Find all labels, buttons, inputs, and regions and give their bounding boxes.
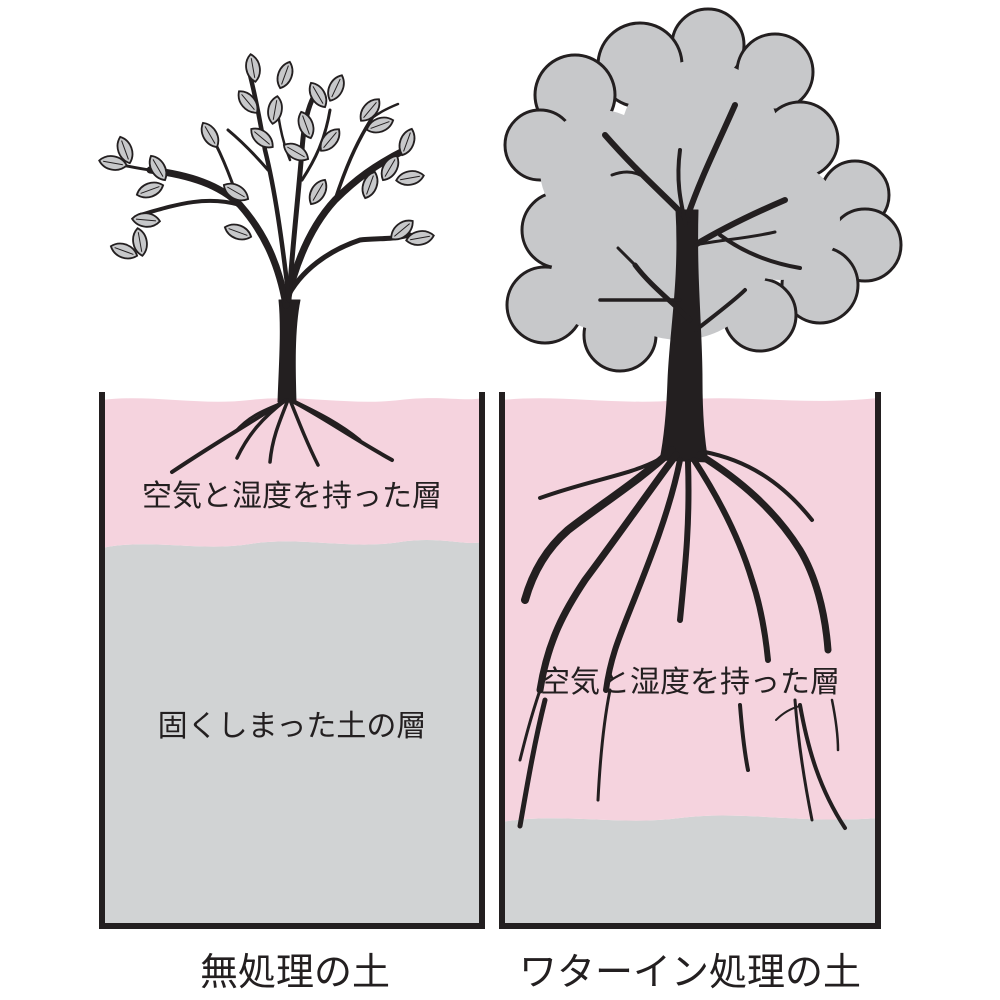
left-tree-trunk [277, 299, 301, 403]
left-air-moisture-layer [102, 398, 482, 548]
left-compacted-soil-layer [102, 540, 482, 926]
left-caption: 無処理の土 [200, 950, 390, 994]
right-air-moisture-layer [502, 398, 878, 822]
left-panel: 空気と湿度を持った層 固くしまった土の層 無処理の土 [97, 52, 485, 994]
left-container-border [99, 392, 485, 929]
right-panel: 空気と湿度を持った層 ワターイン処理の土 [499, 7, 903, 994]
right-container-border [499, 392, 881, 929]
left-upper-layer-label: 空気と湿度を持った層 [142, 479, 442, 514]
right-tree-canopy [503, 7, 903, 373]
right-upper-layer-label: 空気と湿度を持った層 [540, 665, 840, 700]
right-tree [517, 102, 847, 830]
right-caption: ワターイン処理の土 [519, 950, 861, 994]
right-compacted-soil-layer [502, 815, 878, 926]
left-lower-layer-label: 固くしまった土の層 [158, 709, 427, 744]
